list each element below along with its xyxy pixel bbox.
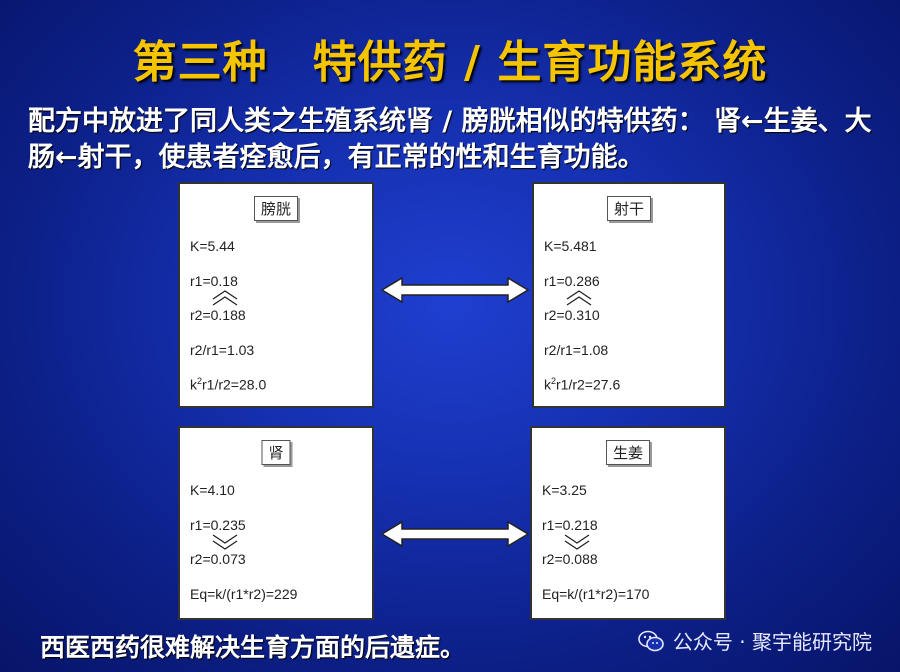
wechat-icon [638, 630, 664, 651]
card-k: K=5.44 [190, 238, 235, 254]
card-r2: r2=0.073 [190, 551, 246, 567]
card-r1: r1=0.218 [542, 517, 598, 533]
card-k2-ratio: k2r1/r2=27.6 [544, 376, 621, 393]
watermark-text: 公众号 · 聚宇能研究院 [672, 630, 872, 654]
card-k2-ratio: k2r1/r2=28.0 [190, 376, 267, 393]
card-ratio: r2/r1=1.03 [190, 342, 255, 358]
card-r2: r2=0.310 [544, 307, 600, 323]
card-kidney: 肾 K=4.10 r1=0.235 r2=0.073 Eq=k/(r1*r2)=… [178, 426, 374, 620]
card-title: 射干 [606, 196, 652, 221]
down-chevron-icon [212, 534, 238, 550]
card-k: K=4.10 [190, 482, 235, 498]
double-arrow-icon [380, 520, 530, 548]
slide-title: 第三种 特供药 / 生育功能系统 [132, 37, 768, 88]
card-ginger: 生姜 K=3.25 r1=0.218 r2=0.088 Eq=k/(r1*r2)… [530, 426, 726, 620]
card-r1: r1=0.235 [190, 517, 246, 533]
card-r2: r2=0.188 [190, 307, 246, 323]
double-arrow-icon [380, 276, 530, 304]
card-r2: r2=0.088 [542, 551, 598, 567]
card-shegan: 射干 K=5.481 r1=0.286 r2=0.310 r2/r1=1.08 … [532, 182, 726, 408]
card-title: 膀胱 [253, 196, 299, 221]
card-title: 生姜 [605, 440, 651, 465]
up-chevron-icon [212, 290, 238, 306]
down-chevron-icon [564, 534, 590, 550]
card-bladder: 膀胱 K=5.44 r1=0.18 r2=0.188 r2/r1=1.03 k2… [178, 182, 374, 408]
up-chevron-icon [566, 290, 592, 306]
card-r1: r1=0.286 [544, 273, 600, 289]
intro-text: 配方中放进了同人类之生殖系统肾 / 膀胱相似的特供药： 肾←生姜、大肠←射干，使… [28, 106, 872, 173]
card-k: K=5.481 [544, 238, 597, 254]
card-title: 肾 [261, 440, 291, 465]
card-k: K=3.25 [542, 482, 587, 498]
card-r1: r1=0.18 [190, 273, 238, 289]
card-eq: Eq=k/(r1*r2)=170 [542, 586, 650, 602]
card-eq: Eq=k/(r1*r2)=229 [190, 586, 298, 602]
card-ratio: r2/r1=1.08 [544, 342, 609, 358]
watermark: 公众号 · 聚宇能研究院 [637, 626, 872, 655]
footer-text: 西医西药很难解决生育方面的后遗症。 [40, 633, 466, 662]
